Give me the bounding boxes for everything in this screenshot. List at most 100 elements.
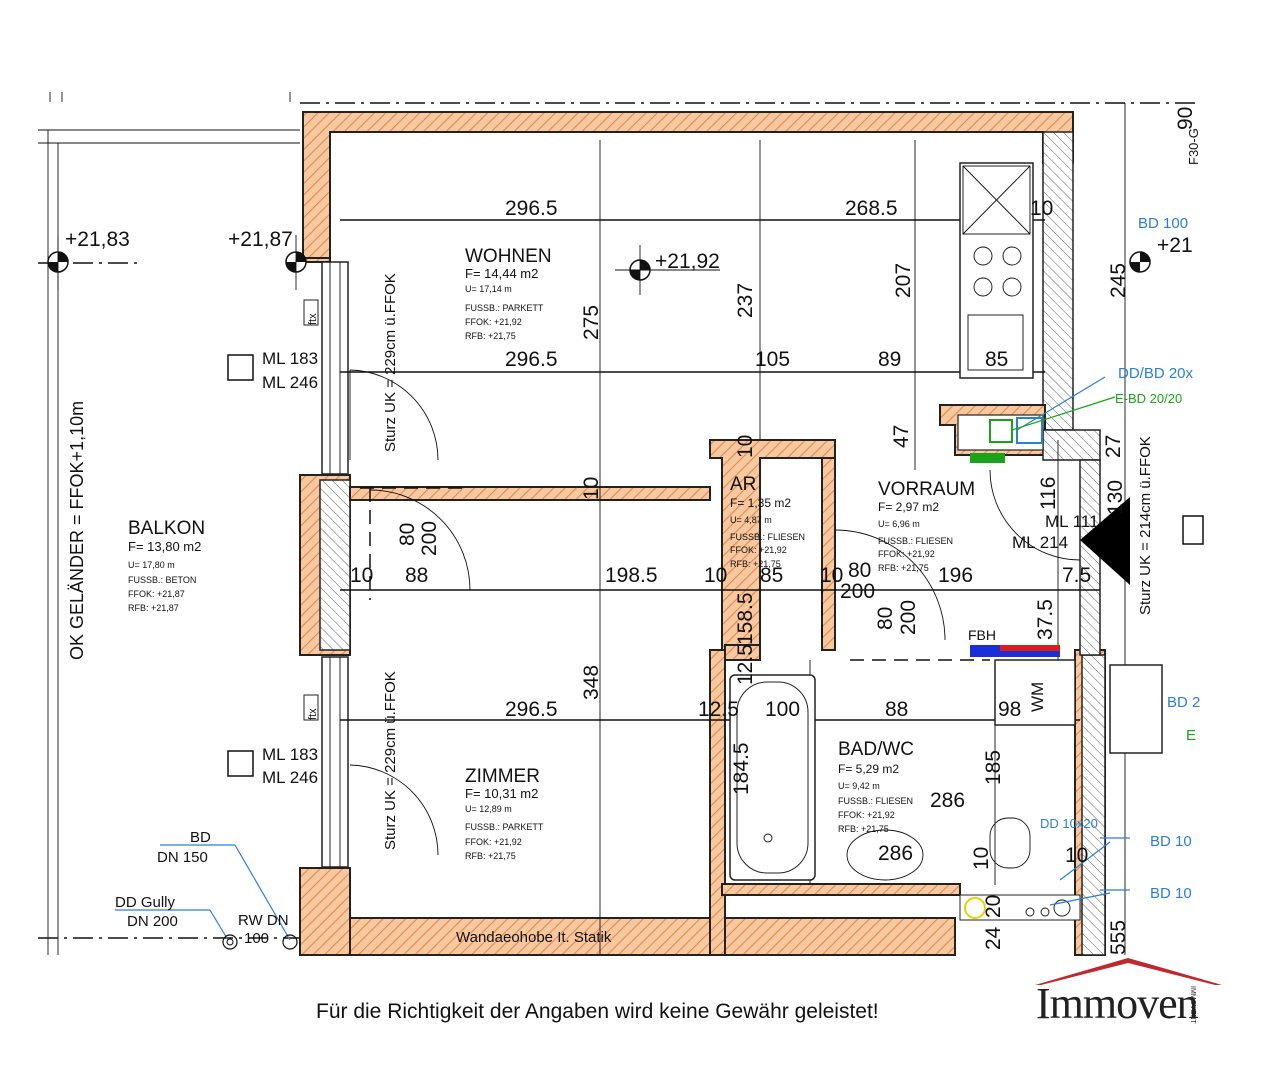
dim-label: 10 bbox=[704, 564, 727, 587]
room-ar: AR F= 1,35 m2 U= 4,87 m FUSSB.: FLIESEN … bbox=[730, 474, 805, 569]
dim-label: 286 bbox=[930, 789, 965, 812]
room-rfb: RFB: +21,87 bbox=[128, 603, 179, 613]
level-label: +21,83 bbox=[65, 228, 130, 251]
dim-label: 100 bbox=[765, 698, 800, 721]
dim-label: 12.5 bbox=[734, 644, 757, 685]
room-floor: FUSSB.: PARKETT bbox=[465, 822, 544, 832]
bd-label: BD 100 bbox=[1138, 215, 1188, 232]
level-label: +21,87 bbox=[228, 228, 293, 251]
level-markers bbox=[47, 235, 1151, 295]
room-zimmer: ZIMMER F= 10,31 m2 U= 12,89 m FUSSB.: PA… bbox=[465, 766, 544, 861]
room-perimeter: U= 17,80 m bbox=[128, 560, 175, 570]
ml-label: ML 246 bbox=[262, 373, 318, 392]
bd-label: BD 2 bbox=[1167, 694, 1200, 711]
room-rfb: RFB: +21,75 bbox=[465, 331, 516, 341]
room-name: BAD/WC bbox=[838, 739, 914, 760]
level-labels: +21,83 +21,87 +21,92 +21 bbox=[65, 228, 1193, 273]
dim-label: 555 bbox=[1107, 920, 1130, 955]
room-name: AR bbox=[730, 474, 756, 495]
dim-label: 200 bbox=[418, 521, 441, 556]
bd-label: BD 10 bbox=[1150, 885, 1192, 902]
level-label: +21,92 bbox=[655, 250, 720, 273]
dim-label: 185 bbox=[982, 750, 1005, 785]
room-name: BALKON bbox=[128, 518, 205, 539]
room-perimeter: U= 17,14 m bbox=[465, 284, 512, 294]
dim-label: 200 bbox=[840, 580, 875, 603]
disclaimer: Für die Richtigkeit der Angaben wird kei… bbox=[316, 1000, 879, 1023]
dim-label: 98 bbox=[998, 698, 1021, 721]
dn200-label: DN 200 bbox=[127, 913, 178, 930]
dim-label: 348 bbox=[580, 665, 603, 700]
dim-label: 37.5 bbox=[1034, 599, 1057, 640]
dim-label: 207 bbox=[892, 263, 915, 298]
room-floor: FUSSB.: PARKETT bbox=[465, 303, 544, 313]
window-top bbox=[303, 261, 349, 475]
room-name: VORRAUM bbox=[878, 479, 975, 500]
room-floor: FUSSB.: FLIESEN bbox=[730, 532, 805, 542]
rw-dn-label: RW DN bbox=[238, 912, 289, 929]
dim-label: 24 bbox=[982, 926, 1005, 950]
room-perimeter: U= 4,87 m bbox=[730, 515, 772, 525]
room-floor: FUSSB.: FLIESEN bbox=[838, 796, 913, 806]
dim-label: 130 bbox=[1104, 480, 1127, 515]
ml-label: ML 183 bbox=[262, 349, 318, 368]
room-perimeter: U= 6,96 m bbox=[878, 519, 920, 529]
section-arrow-icon bbox=[1080, 497, 1130, 585]
dim-label: 88 bbox=[405, 564, 428, 587]
room-perimeter: U= 12,89 m bbox=[465, 804, 512, 814]
dim-label: 296.5 bbox=[505, 698, 558, 721]
ok-gelaender-label: OK GELÄNDER = FFOK+1,10m bbox=[67, 401, 87, 660]
ml-label: ML 246 bbox=[262, 768, 318, 787]
company-logo: Immoven bbox=[1036, 979, 1199, 1028]
dim-label: 10 bbox=[1065, 844, 1088, 867]
dim-label: 10 bbox=[350, 564, 373, 587]
dim-label: 80 bbox=[874, 607, 897, 630]
f30-label: F30-G bbox=[1186, 128, 1201, 165]
dim-label: 12.5 bbox=[698, 698, 739, 721]
dim-label: 116 bbox=[1037, 477, 1060, 510]
kitchen-counter bbox=[959, 162, 1034, 379]
dimension-labels: 296.5 268.5 10 296.5 105 89 85 275 237 2… bbox=[350, 107, 1197, 955]
room-ffok: FFOK: +21,92 bbox=[465, 317, 522, 327]
dim-label: 184.5 bbox=[730, 742, 753, 795]
dim-label: 198.5 bbox=[605, 564, 658, 587]
dd-gully-label: DD Gully bbox=[115, 894, 176, 911]
dn150-label: DN 150 bbox=[157, 849, 208, 866]
drains bbox=[115, 837, 1130, 950]
dim-label: 85 bbox=[760, 564, 783, 587]
room-area: F= 2,97 m2 bbox=[878, 500, 939, 514]
dim-label: 10 bbox=[734, 435, 757, 458]
dim-label: 85 bbox=[985, 348, 1008, 371]
rw-100-label: 100 bbox=[244, 930, 269, 947]
room-wohnen: WOHNEN F= 14,44 m2 U= 17,14 m FUSSB.: PA… bbox=[465, 246, 552, 341]
annotation-labels: Sturz UK = 229cm ü.FFOK Sturz UK = 229cm… bbox=[67, 128, 1201, 947]
room-area: F= 5,29 m2 bbox=[838, 762, 899, 776]
dim-label: 90 bbox=[1174, 107, 1197, 130]
dim-label: 296.5 bbox=[505, 197, 558, 220]
window-bottom bbox=[303, 656, 349, 868]
room-ffok: FFOK: +21,92 bbox=[730, 545, 787, 555]
wm-label: WM bbox=[1028, 682, 1047, 712]
room-vorraum: VORRAUM F= 2,97 m2 U= 6,96 m FUSSB.: FLI… bbox=[878, 479, 975, 573]
room-perimeter: U= 9,42 m bbox=[838, 781, 880, 791]
room-ffok: FFOK: +21,92 bbox=[838, 810, 895, 820]
dim-label: 10 bbox=[580, 477, 603, 500]
room-area: F= 13,80 m2 bbox=[128, 539, 201, 554]
dimension-lines bbox=[340, 103, 1126, 955]
room-name: ZIMMER bbox=[465, 766, 540, 787]
e-label: E bbox=[1186, 727, 1196, 744]
bd-label: BD bbox=[190, 829, 211, 846]
wand-label: Wandaeohobe It. Statik bbox=[456, 929, 612, 946]
dim-label: 275 bbox=[580, 305, 603, 340]
room-rfb: RFB: +21,75 bbox=[730, 559, 781, 569]
ftx-label: ftx bbox=[307, 708, 319, 720]
room-area: F= 14,44 m2 bbox=[465, 266, 538, 281]
room-balkon: BALKON F= 13,80 m2 U= 17,80 m FUSSB.: BE… bbox=[128, 518, 205, 613]
blue-labels: BD 100 DD/BD 20x E-BD 20/20 BD 2 E DD 10… bbox=[1040, 215, 1200, 902]
sturz-label: Sturz UK = 229cm ü.FFOK bbox=[382, 273, 399, 452]
dim-label: 268.5 bbox=[845, 197, 898, 220]
dim-label: 200 bbox=[897, 600, 920, 635]
room-rfb: RFB: +21,75 bbox=[465, 851, 516, 861]
logo-side-text: IMMOVENT bbox=[1189, 986, 1196, 1024]
dim-label: 296.5 bbox=[505, 348, 558, 371]
